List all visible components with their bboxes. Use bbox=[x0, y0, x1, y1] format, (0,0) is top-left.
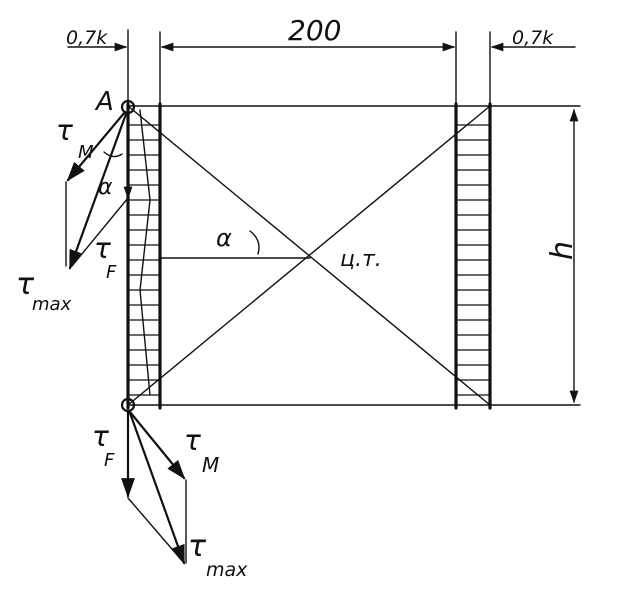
lower-tau-f-symbol: τ bbox=[92, 420, 109, 453]
lower-tau-max-symbol: τ bbox=[188, 529, 207, 564]
diagonals bbox=[127, 105, 491, 406]
upper-tau-m-subscript: M bbox=[78, 142, 94, 163]
right-weld-strip bbox=[454, 102, 492, 410]
upper-angle: α bbox=[98, 175, 113, 200]
upper-tau-f-symbol: τ bbox=[94, 232, 111, 265]
lower-tau-m-subscript: M bbox=[202, 453, 219, 477]
lower-tau-f-subscript: F bbox=[104, 450, 115, 471]
dim-weld-leg-left: 0,7k bbox=[66, 27, 108, 49]
upper-tau-max-vector bbox=[68, 112, 128, 270]
plate-outline bbox=[127, 105, 581, 406]
label-center-of-gravity: ц.т. bbox=[340, 247, 382, 272]
dim-height: h bbox=[545, 241, 580, 260]
lower-tau-max-subscript: max bbox=[206, 559, 248, 581]
lower-tau-m-vector bbox=[128, 410, 186, 480]
upper-tau-m-vector bbox=[66, 110, 127, 182]
left-weld-strip bbox=[126, 102, 162, 410]
lower-tau-max-vector bbox=[128, 411, 186, 565]
upper-stress-vectors bbox=[65, 110, 133, 270]
lower-tau-m-symbol: τ bbox=[184, 424, 201, 457]
upper-tau-f-subscript: F bbox=[106, 262, 117, 283]
dim-weld-leg-right: 0,7k bbox=[512, 27, 554, 49]
upper-tau-max-symbol: τ bbox=[16, 267, 35, 302]
dim-span: 200 bbox=[288, 14, 341, 47]
label-angle-center: α bbox=[216, 224, 232, 252]
upper-tau-max-subscript: max bbox=[32, 294, 72, 315]
angle-arc bbox=[249, 230, 260, 255]
extension-lines bbox=[127, 29, 491, 106]
lower-stress-vectors bbox=[121, 410, 187, 565]
upper-tau-m-symbol: τ bbox=[56, 114, 73, 147]
corner-point-a bbox=[120, 99, 136, 115]
label-point-a: A bbox=[94, 87, 114, 117]
